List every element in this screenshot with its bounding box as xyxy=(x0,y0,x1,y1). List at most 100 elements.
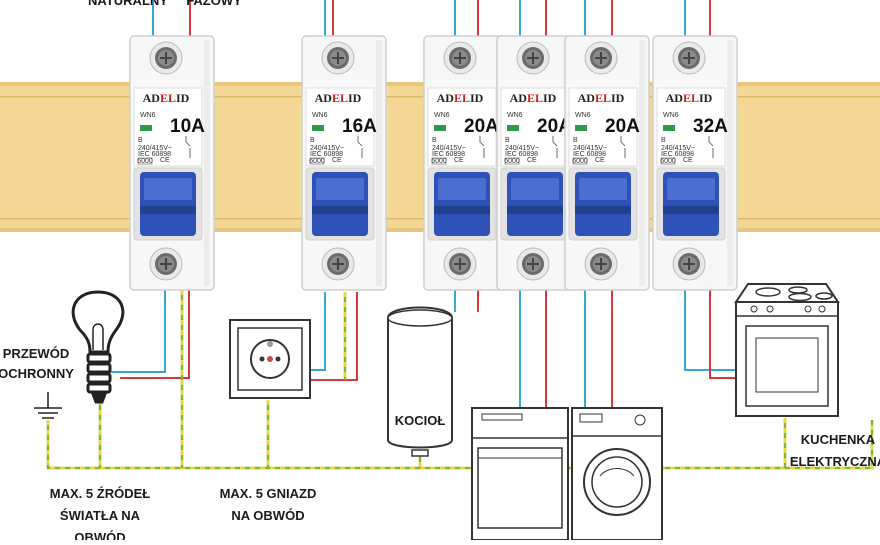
bottom-terminal-screw xyxy=(321,247,355,281)
brand-logo: ADELID xyxy=(437,91,484,105)
boiler-icon: KOCIOŁ xyxy=(387,306,453,457)
bottom-terminal-screw xyxy=(672,247,706,281)
breaker-schematic-icon xyxy=(708,136,714,158)
code-label: 6000 xyxy=(431,158,447,165)
brand-logo: ADELID xyxy=(315,91,362,105)
breaker-toggle[interactable] xyxy=(140,172,196,236)
breaker-toggle[interactable] xyxy=(575,172,631,236)
curve-label: B xyxy=(310,137,315,144)
model-label: WN6 xyxy=(140,112,156,119)
standard-label: IEC 60898 xyxy=(432,151,465,158)
rating-label: 32A xyxy=(693,116,728,137)
lights-limit-label-1: MAX. 5 ŹRÓDEŁ xyxy=(50,486,150,501)
boiler-label: KOCIOŁ xyxy=(395,413,446,428)
ground-symbol-icon xyxy=(34,392,62,419)
code-label: 6000 xyxy=(660,158,676,165)
curve-label: B xyxy=(432,137,437,144)
lights-limit-label-2: ŚWIATŁA NA xyxy=(60,508,141,523)
voltage-label: 240/415V~ xyxy=(505,145,539,152)
top-terminal-screw xyxy=(149,41,183,75)
code-label: 6000 xyxy=(309,158,325,165)
curve-label: B xyxy=(138,137,143,144)
breaker-toggle[interactable] xyxy=(507,172,563,236)
earth-wires xyxy=(46,290,874,470)
voltage-label: 240/415V~ xyxy=(432,145,466,152)
bottom-terminal-screw xyxy=(443,247,477,281)
standard-label: IEC 60898 xyxy=(505,151,538,158)
breaker-schematic-icon xyxy=(357,136,363,158)
model-label: WN6 xyxy=(575,112,591,119)
model-label: WN6 xyxy=(312,112,328,119)
brand-logo: ADELID xyxy=(666,91,713,105)
bottom-terminal-screw xyxy=(584,247,618,281)
breaker-schematic-icon xyxy=(479,136,485,158)
brand-logo: ADELID xyxy=(578,91,625,105)
voltage-label: 240/415V~ xyxy=(573,145,607,152)
status-indicator xyxy=(312,125,324,131)
dishwasher-icon xyxy=(471,407,569,541)
sockets-limit-label-1: MAX. 5 GNIAZD xyxy=(220,486,317,501)
sockets-limit-label-2: NA OBWÓD xyxy=(231,508,304,523)
lights-limit-label-3: OBWÓD xyxy=(74,530,125,540)
model-label: WN6 xyxy=(434,112,450,119)
code-label: 6000 xyxy=(572,158,588,165)
code-label: 6000 xyxy=(137,158,153,165)
rating-label: 20A xyxy=(537,116,572,137)
standard-label: IEC 60898 xyxy=(138,151,171,158)
breaker-schematic-icon xyxy=(552,136,558,158)
ce-mark: CE xyxy=(454,157,464,164)
ce-mark: CE xyxy=(595,157,605,164)
breaker-toggle[interactable] xyxy=(312,172,368,236)
ce-mark: CE xyxy=(527,157,537,164)
top-terminal-screw xyxy=(584,41,618,75)
wall-socket-icon xyxy=(229,319,311,399)
status-indicator xyxy=(575,125,587,131)
protective-wire-label-1: PRZEWÓD xyxy=(3,346,69,361)
breaker-schematic-icon xyxy=(185,136,191,158)
brand-logo: ADELID xyxy=(510,91,557,105)
ce-mark: CE xyxy=(683,157,693,164)
bottom-terminal-screw xyxy=(149,247,183,281)
standard-label: IEC 60898 xyxy=(573,151,606,158)
curve-label: B xyxy=(661,137,666,144)
status-indicator xyxy=(140,125,152,131)
curve-label: B xyxy=(505,137,510,144)
breaker-toggle[interactable] xyxy=(434,172,490,236)
top-terminal-screw xyxy=(321,41,355,75)
washing-machine-icon xyxy=(571,407,663,541)
rating-label: 20A xyxy=(464,116,499,137)
breaker-toggle[interactable] xyxy=(663,172,719,236)
ce-mark: CE xyxy=(332,157,342,164)
status-indicator xyxy=(663,125,675,131)
wires xyxy=(107,0,738,408)
voltage-label: 240/415V~ xyxy=(310,145,344,152)
rating-label: 10A xyxy=(170,116,205,137)
code-label: 6000 xyxy=(504,158,520,165)
brand-logo: ADELID xyxy=(143,91,190,105)
standard-label: IEC 60898 xyxy=(310,151,343,158)
status-indicator xyxy=(434,125,446,131)
voltage-label: 240/415V~ xyxy=(138,145,172,152)
model-label: WN6 xyxy=(663,112,679,119)
neutral-wire-label: NATURALNY xyxy=(88,0,168,8)
electric-stove-icon xyxy=(734,283,840,417)
top-terminal-screw xyxy=(516,41,550,75)
light-bulb-icon xyxy=(71,290,125,404)
stove-label-1: KUCHENKA xyxy=(801,432,876,447)
model-label: WN6 xyxy=(507,112,523,119)
rating-label: 20A xyxy=(605,116,640,137)
protective-wire-label-2: OCHRONNY xyxy=(0,366,74,381)
voltage-label: 240/415V~ xyxy=(661,145,695,152)
status-indicator xyxy=(507,125,519,131)
breaker-schematic-icon xyxy=(620,136,626,158)
ce-mark: CE xyxy=(160,157,170,164)
